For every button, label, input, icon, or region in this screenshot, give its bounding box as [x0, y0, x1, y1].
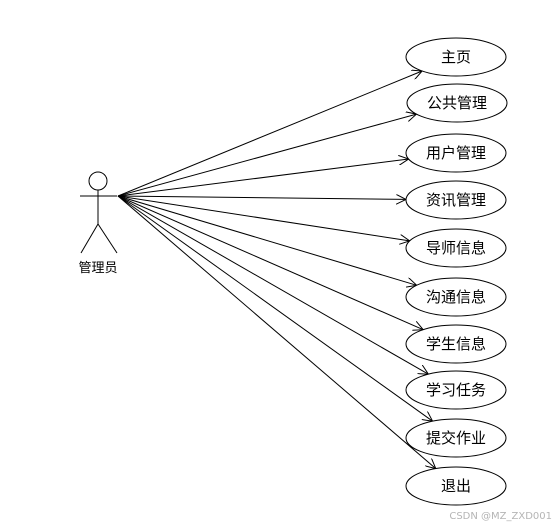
stick-figure-actor-icon	[80, 171, 118, 254]
use-case-ellipse	[405, 277, 507, 317]
association-arrow-home	[117, 71, 422, 197]
association-arrow-news-management	[117, 196, 406, 199]
use-case-submit-homework: 提交作业	[405, 418, 507, 458]
use-case-ellipse	[405, 228, 507, 268]
use-case-public-management: 公共管理	[406, 83, 508, 123]
use-case-label: 用户管理	[426, 144, 486, 162]
use-case-ellipse	[406, 83, 508, 123]
use-case-ellipse	[405, 466, 507, 506]
use-case-user-management: 用户管理	[405, 133, 507, 173]
use-case-home: 主页	[405, 37, 507, 77]
use-case-communication-info: 沟通信息	[405, 277, 507, 317]
use-case-label: 导师信息	[426, 239, 486, 257]
association-arrow-logout	[117, 195, 436, 469]
association-arrow-study-tasks	[117, 195, 428, 374]
use-case-news-management: 资讯管理	[405, 180, 507, 220]
use-case-label: 主页	[441, 48, 471, 66]
use-case-ellipse	[405, 180, 507, 220]
actor-administrator: 管理员	[78, 171, 118, 276]
use-case-mentor-info: 导师信息	[405, 228, 507, 268]
use-case-ellipse	[405, 418, 507, 458]
association-arrow-user-management	[117, 159, 409, 197]
watermark: CSDN @MZ_ZXD001	[449, 511, 552, 522]
actor-label: 管理员	[78, 261, 117, 276]
use-case-ellipse	[405, 324, 507, 364]
use-case-ellipse	[405, 37, 507, 77]
use-case-logout: 退出	[405, 466, 507, 506]
use-case-label: 提交作业	[426, 429, 486, 447]
use-case-label: 公共管理	[427, 94, 487, 112]
association-arrow-student-info	[117, 195, 423, 330]
association-arrow-public-management	[117, 114, 417, 197]
use-case-ellipse	[405, 133, 507, 173]
use-case-study-tasks: 学习任务	[405, 370, 507, 410]
use-case-label: 退出	[441, 477, 471, 495]
use-case-label: 沟通信息	[426, 288, 486, 306]
use-case-student-info: 学生信息	[405, 324, 507, 364]
association-arrow-submit-homework	[117, 195, 433, 421]
use-case-label: 学习任务	[426, 381, 486, 399]
use-case-label: 资讯管理	[426, 191, 486, 209]
use-case-label: 学生信息	[426, 335, 486, 353]
use-case-ellipse	[405, 370, 507, 410]
association-arrow-mentor-info	[117, 195, 410, 241]
association-arrow-communication-info	[117, 195, 417, 285]
association-lines	[117, 71, 436, 469]
